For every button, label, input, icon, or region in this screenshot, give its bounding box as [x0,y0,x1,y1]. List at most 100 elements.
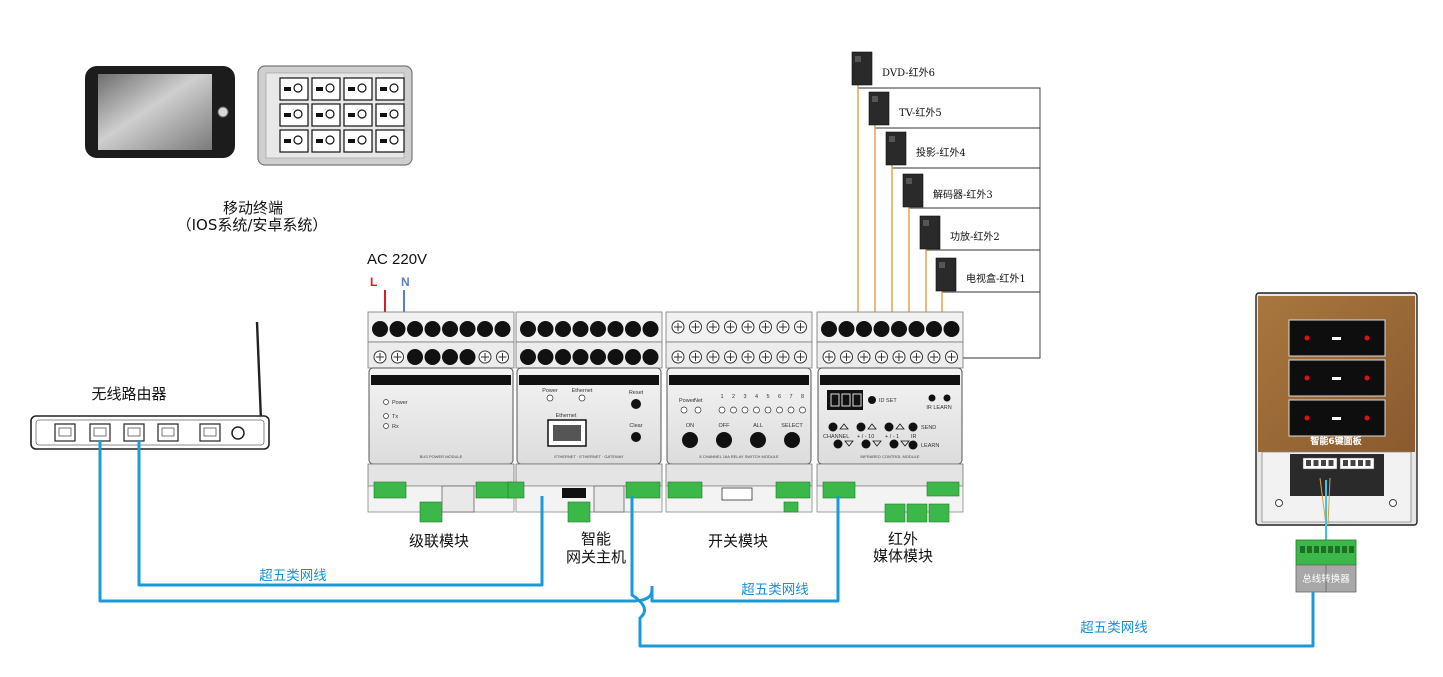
up-button[interactable] [828,422,838,432]
reset-button[interactable] [631,399,641,409]
id-set-label: ID SET [879,398,897,404]
channel-number: 2 [732,394,735,400]
channel-led [776,406,783,414]
led-label-power: Power [542,388,558,394]
channel-led [730,406,737,414]
led-label-net: Net [694,398,703,404]
panel-icon-grid [279,77,405,153]
plus10-label: + / - 10 [857,434,874,440]
ir-emitter-label: 投影-红外4 [916,146,966,159]
gateway-label-1: 智能 [581,530,611,548]
ir-learn-label: IR LEARN [926,405,951,411]
ir-label: IR [911,434,917,440]
module-footer: BUS POWER MODULE [420,454,463,459]
select-label: SELECT [781,423,803,429]
ir-emitter-label: DVD-红外6 [882,66,935,79]
cable-label-2: 超五类网线 [741,582,809,598]
neutral-line-label: N [401,275,410,289]
channel-led [741,406,749,414]
mobile-os-label: （IOS系统/安卓系统） [177,216,328,234]
channel-number: 5 [766,394,769,400]
all-label: ALL [753,423,763,429]
reset-label: Reset [629,390,644,396]
channel-number: 1 [720,394,723,400]
mobile-terminal-label: 移动终端 [223,199,283,217]
channel-number: 7 [789,394,792,400]
router-port [157,423,179,442]
green-terminal [926,481,960,497]
cable-label-3: 超五类网线 [1080,620,1148,636]
green-terminal [775,481,811,499]
channel-led [787,406,795,414]
send-button[interactable] [908,422,918,432]
clear-button[interactable] [631,432,641,442]
led-label-tx: Tx [392,414,398,420]
cable-label-1: 超五类网线 [259,568,327,584]
green-terminal [667,481,703,499]
ir-emitter-label: 解码器-红外3 [933,188,993,201]
up-button[interactable] [856,422,866,432]
on-label: ON [686,423,694,429]
led-label-power: Power [392,400,408,406]
learn-button[interactable] [908,440,918,450]
ir-wire-frame [858,87,1041,359]
panel-key-row[interactable] [1288,359,1386,397]
gateway-label-2: 网关主机 [566,548,626,566]
cable-router-gateway-inner [137,440,544,587]
panel-key-row[interactable] [1288,399,1386,437]
down-button[interactable] [889,439,899,449]
select-button[interactable] [784,432,800,448]
gateway-module: ETHERNET · ETHERNET · GATEWAY Power Ethern… [507,311,663,523]
send-label: SEND [921,425,936,431]
led-label-rx: Rx [392,424,399,430]
ir-module-label-1: 红外 [888,530,918,548]
green-terminal [373,481,407,499]
green-terminal [475,481,513,499]
smart-6-key-panel [1255,292,1418,540]
led-label-power: Power [679,398,695,404]
panel-key-row[interactable] [1288,319,1386,357]
tablet [85,66,235,158]
on-button[interactable] [682,432,698,448]
led-label-ethernet: Ethernet [572,388,593,394]
plus1-label: + / - 1 [885,434,899,440]
green-terminal [419,501,443,523]
green-terminal [625,481,661,499]
channel-number: 3 [743,394,746,400]
cascade-module-label: 级联模块 [409,532,469,550]
router-port [199,423,221,442]
off-button[interactable] [716,432,732,448]
channel-led [799,406,806,414]
panel-terminal [1302,457,1375,470]
touch-panel [257,65,413,166]
ac-voltage-label: AC 220V [367,251,427,268]
green-terminal [822,481,856,499]
switch-module-label: 开关模块 [708,532,768,550]
clear-label: Clear [629,423,642,429]
all-button[interactable] [750,432,766,448]
up-button[interactable] [884,422,894,432]
ir-module-label-2: 媒体模块 [873,547,933,565]
module-footer: ETHERNET · ETHERNET · GATEWAY [554,454,624,459]
router-port [54,423,76,442]
channel-led [764,406,772,414]
seven-segment-display [827,390,863,410]
down-button[interactable] [861,439,871,449]
bus-converter [1295,539,1357,593]
down-button[interactable] [833,439,843,449]
channel-number: 6 [778,394,781,400]
router-label: 无线路由器 [91,385,166,403]
id-set-button[interactable] [868,396,876,404]
network-cables [98,440,1315,648]
converter-label: 总线转换器 [1302,573,1350,585]
module-footer: INFRARED CONTROL MODULE [860,454,920,459]
router-port [123,423,145,442]
ir-emitter-label: 电视盒-红外1 [966,272,1026,285]
ir-emitter-label: TV-红外5 [899,106,942,119]
panel-label: 智能6键面板 [1310,435,1362,447]
channel-led [753,406,760,414]
